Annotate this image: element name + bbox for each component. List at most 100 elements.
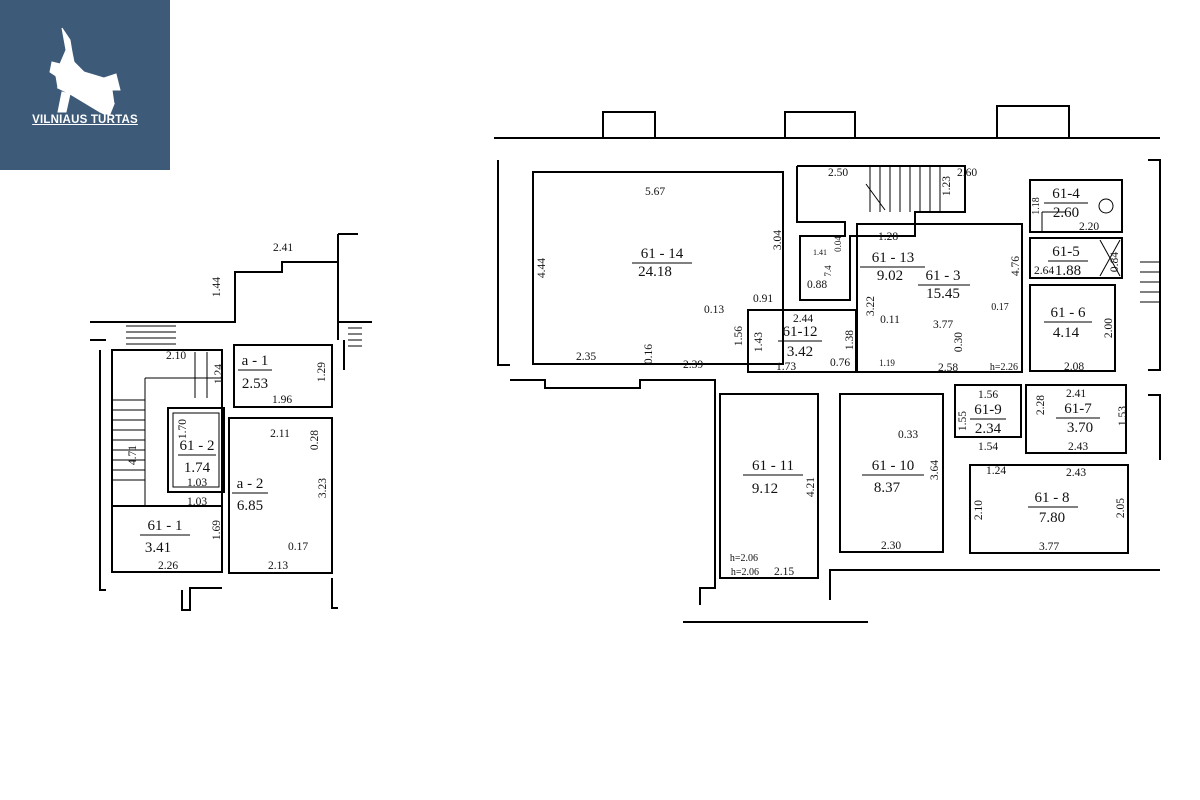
dimension-label: 0.17 [288,541,308,553]
dimension-label: 2.30 [881,540,901,552]
dimension-label: 2.00 [1103,318,1115,338]
room-id-61-8: 61 - 8 [1035,490,1070,506]
dimension-label: 1.41 [813,248,827,257]
dimension-label: h=2.26 [990,362,1018,373]
dimension-label: 3.22 [865,296,877,316]
room-area-61-6: 4.14 [1053,325,1080,341]
dimension-label: 1.69 [211,520,223,540]
dimension-label: 1.70 [177,419,189,439]
dimension-label: h=2.06 [731,567,759,578]
dimension-label: 1.23 [941,176,953,196]
dimension-label: 1.18 [1031,197,1042,215]
dimension-label: 1.53 [1117,406,1129,426]
dimension-label: 0.28 [309,430,321,450]
dimension-label: 7.4 [823,265,833,277]
room-area-a-1: 2.53 [242,376,268,392]
room-area-61-14: 24.18 [638,264,672,280]
dimension-label: 0.76 [830,357,850,369]
dimension-label: 0.17 [991,302,1009,313]
room-id-61-9: 61-9 [974,402,1002,418]
dimension-label: 0.04 [833,236,843,252]
room-area-61-2: 1.74 [184,460,211,476]
dimension-label: 2.20 [1079,221,1099,233]
dimension-label: 2.26 [158,560,178,572]
dimension-label: 0.13 [704,304,724,316]
dimension-label: 3.77 [933,319,953,331]
dimension-label: 2.35 [576,351,596,363]
room-id-a-1: a - 1 [242,353,269,369]
dimension-label: 5.67 [645,186,665,198]
dimension-label: 2.41 [273,242,293,254]
dimension-label: 2.64 [1034,265,1054,277]
room-area-61-3: 15.45 [926,286,960,302]
room-id-61-5: 61-5 [1052,244,1080,260]
dimension-label: 0.30 [953,332,965,352]
dimension-label: 0.84 [1109,252,1121,272]
dimension-label: 1.24 [986,465,1006,477]
dimension-label: 1.54 [978,441,998,453]
dimension-label: 2.50 [828,167,848,179]
dimension-label: 2.10 [166,350,186,362]
room-id-61-12: 61-12 [783,324,818,340]
dimension-label: 1.24 [213,364,225,384]
dimension-label: 3.64 [929,460,941,480]
room-id-a-2: a - 2 [237,476,264,492]
dimension-label: 0.33 [898,429,918,441]
dimension-label: 1.28 [878,231,898,243]
dimension-label: h=2.06 [730,553,758,564]
room-area-61-13: 9.02 [877,268,903,284]
dimension-label: 0.88 [807,279,827,291]
dimension-label: 4.21 [805,477,817,497]
dimension-label: 1.44 [211,277,223,297]
dimension-label: 3.77 [1039,541,1059,553]
dimension-label: 2.08 [1064,361,1084,373]
dimension-label: 2.43 [1066,467,1086,479]
dimension-label: 2.39 [683,359,703,371]
dimension-label: 1.96 [272,394,292,406]
room-id-61-6: 61 - 6 [1051,305,1086,321]
dimension-label: 1.56 [978,389,998,401]
room-id-61-13: 61 - 13 [872,250,915,266]
dimension-label: 2.05 [1115,498,1127,518]
dimension-label: 2.13 [268,560,288,572]
room-area-61-1: 3.41 [145,540,171,556]
room-id-61-14: 61 - 14 [641,246,684,262]
room-area-61-5: 1.88 [1055,263,1081,279]
room-id-61-10: 61 - 10 [872,458,915,474]
room-id-61-2: 61 - 2 [180,438,215,454]
dimension-label: 4.76 [1010,256,1022,276]
dimension-label: 1.38 [844,330,856,350]
dimension-label: 2.58 [938,362,958,374]
dimension-label: 2.43 [1068,441,1088,453]
room-id-61-1: 61 - 1 [148,518,183,534]
room-area-61-10: 8.37 [874,480,901,496]
room-id-61-4: 61-4 [1052,186,1080,202]
dimension-label: 2.10 [973,500,985,520]
room-area-61-4: 2.60 [1053,205,1079,221]
wolf-icon [49,27,121,115]
dimension-label: 0.11 [880,314,900,326]
dimension-label: 2.11 [270,428,290,440]
room-area-61-9: 2.34 [975,421,1002,437]
dimension-label: 0.16 [643,344,655,364]
dimension-label: 1.03 [187,477,207,489]
dimension-label: 4.71 [127,445,139,465]
dimension-label: 1.73 [776,361,796,373]
room-area-a-2: 6.85 [237,498,263,514]
room-area-61-8: 7.80 [1039,510,1065,526]
dimension-label: 1.56 [733,326,745,346]
dimension-label: 3.04 [772,230,784,250]
dimension-label: 1.03 [187,496,207,508]
room-area-61-7: 3.70 [1067,420,1093,436]
room-id-61-3: 61 - 3 [926,268,961,284]
dimension-label: 1.55 [957,411,969,431]
dimension-label: 2.60 [957,167,977,179]
dimension-label: 2.41 [1066,388,1086,400]
dimension-label: 2.44 [793,313,813,325]
company-logo: VILNIAUS TURTAS [0,0,170,170]
room-id-61-11: 61 - 11 [752,458,794,474]
room-area-61-12: 3.42 [787,344,813,360]
dimension-label: 0.91 [753,293,773,305]
dimension-label: 4.44 [536,258,548,278]
dimension-label: 3.23 [317,478,329,498]
